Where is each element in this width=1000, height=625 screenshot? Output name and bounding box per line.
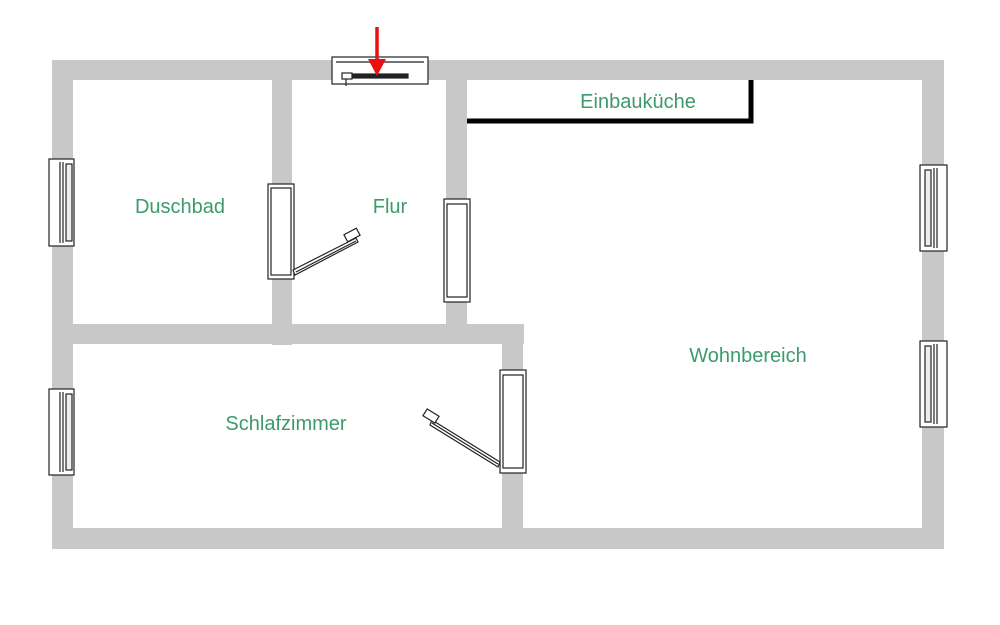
outer-wall-top	[52, 60, 944, 80]
door-bath	[267, 183, 361, 280]
window-living-bottom	[919, 340, 948, 428]
outer-wall-right	[922, 60, 944, 549]
walls	[52, 60, 944, 549]
label-schlafzimmer: Schlafzimmer	[225, 413, 346, 435]
door-living	[443, 198, 471, 303]
label-duschbad: Duschbad	[135, 196, 225, 218]
outer-wall-left	[52, 60, 73, 549]
label-wohnbereich: Wohnbereich	[689, 345, 806, 367]
window-bath	[48, 158, 75, 247]
kitchen-counter-line	[467, 80, 754, 124]
wall-middle-horizontal	[52, 324, 524, 344]
red-down-arrow-icon	[368, 27, 386, 76]
label-flur: Flur	[373, 196, 408, 218]
window-living-top	[919, 164, 948, 252]
door-bedroom	[422, 369, 527, 474]
window-bedroom	[48, 388, 75, 476]
room-labels: Duschbad Flur Einbauküche Wohnbereich Sc…	[135, 91, 807, 435]
outer-wall-bottom	[52, 528, 944, 549]
label-einbaukueche: Einbauküche	[580, 91, 696, 113]
windows	[48, 158, 948, 476]
